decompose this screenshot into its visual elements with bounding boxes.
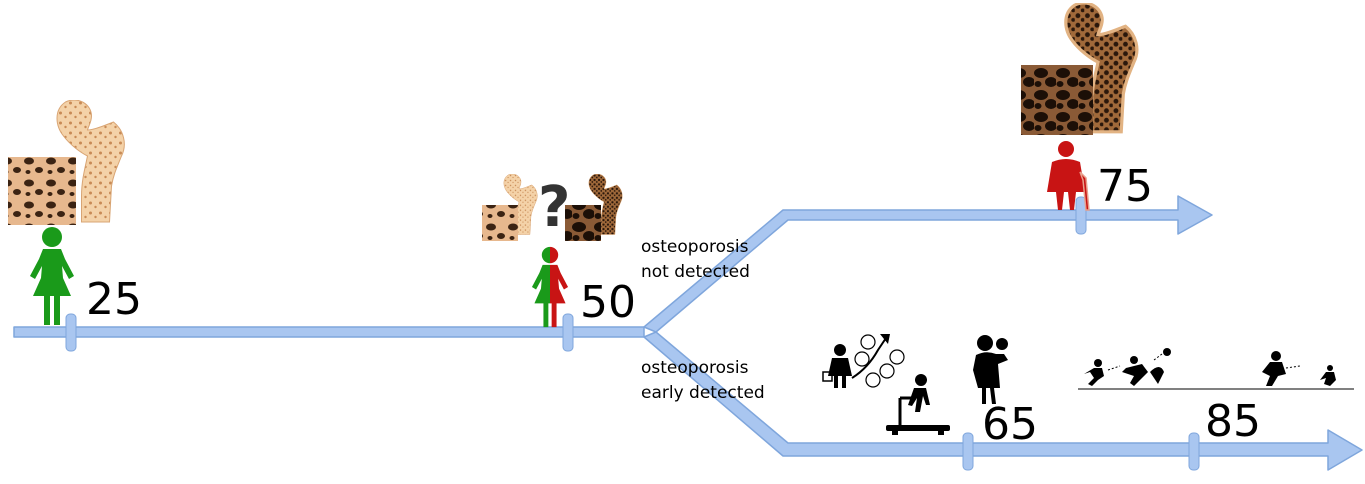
- active-seniors-icon: [1078, 348, 1354, 390]
- timeline-ticks: [65, 196, 1200, 471]
- tick-85: [1188, 432, 1200, 471]
- upper-branch-label-line1: osteoporosis: [641, 237, 749, 257]
- age-label-85: 85: [1205, 396, 1261, 447]
- age-label-25: 25: [86, 274, 142, 325]
- lower-branch-label: osteoporosis early detected: [641, 356, 765, 406]
- healthy-woman-icon: [30, 227, 74, 325]
- upper-branch-arrow: [643, 195, 1213, 333]
- tick-75: [1075, 196, 1087, 235]
- age-label-50: 50: [580, 277, 636, 328]
- age-label-75: 75: [1097, 161, 1153, 212]
- question-mark-icon: ?: [538, 175, 570, 240]
- main-timeline-arrow: [13, 326, 645, 338]
- half-healthy-half-ill-woman-icon: [531, 246, 569, 328]
- elderly-woman-with-cane-icon: [1047, 141, 1090, 211]
- upper-branch-label: osteoporosis not detected: [641, 235, 750, 285]
- healthy-lifestyle-icon: [822, 334, 905, 388]
- upper-branch-label-line2: not detected: [641, 262, 750, 282]
- lower-branch-label-line2: early detected: [641, 383, 765, 403]
- uncertain-bone-sections-50: ?: [482, 174, 623, 241]
- age-label-65: 65: [982, 399, 1038, 450]
- grandmother-with-child-icon: [973, 335, 1008, 404]
- tick-50: [562, 313, 574, 352]
- healthy-bone-section-25: [8, 100, 125, 225]
- tick-25: [65, 313, 77, 352]
- osteoporotic-bone-section-75: [1021, 3, 1139, 135]
- treadmill-icon: [886, 374, 950, 435]
- timeline: [13, 195, 1363, 471]
- lower-branch-label-line1: osteoporosis: [641, 358, 749, 378]
- tick-65: [962, 432, 974, 471]
- lower-branch-arrow: [643, 331, 1363, 471]
